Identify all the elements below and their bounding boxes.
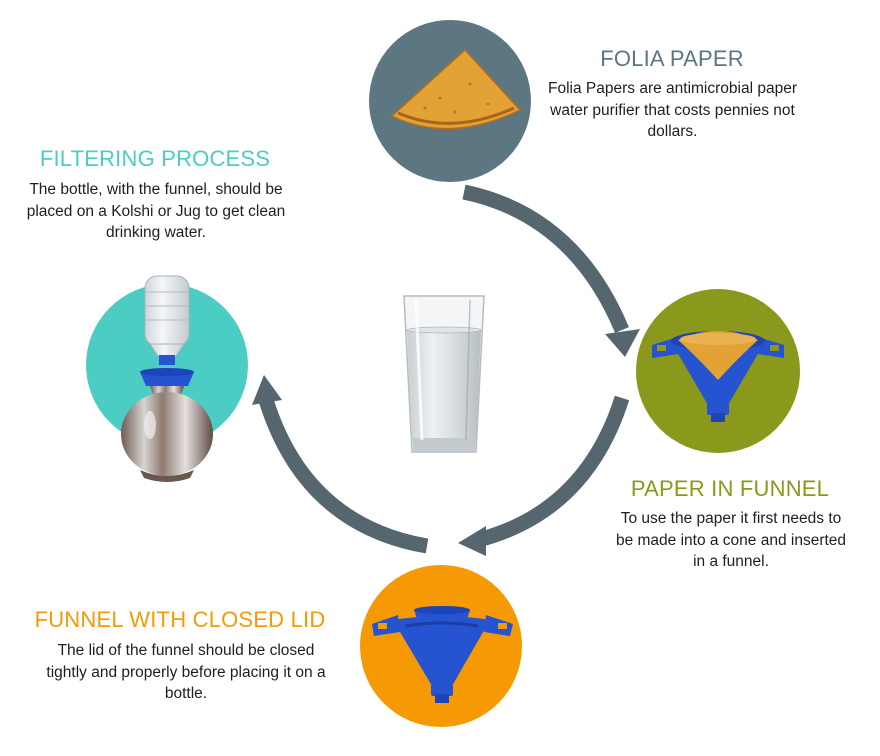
funnel-with-paper-icon [652, 331, 784, 422]
arrow-folia-to-funnel [462, 184, 629, 333]
arrow-head-3 [252, 375, 282, 405]
folia-paper-title: FOLIA PAPER [600, 46, 744, 71]
filtering-process-title: FILTERING PROCESS [39, 146, 271, 171]
paper-in-funnel-step [636, 289, 800, 453]
closed-funnel-icon [372, 606, 513, 703]
funnel-closed-lid-description: The lid of the funnel should be closed t… [46, 642, 326, 702]
bottle-on-kolshi-icon [121, 275, 213, 482]
paper-in-funnel-description: To use the paper it first needs to be ma… [615, 510, 847, 570]
filtering-process-step [86, 275, 248, 482]
folia-paper-description: Folia Papers are antimicrobial paper wat… [548, 80, 797, 140]
arrow-lid-to-filtering [258, 397, 429, 554]
arrow-funnel-to-lid [476, 395, 630, 548]
filtering-process-description: The bottle, with the funnel, should be p… [26, 181, 286, 241]
cycle-arrows [252, 184, 640, 556]
arrow-head-2 [458, 526, 486, 556]
water-glass-icon [403, 295, 485, 453]
paper-cone-icon [390, 48, 522, 130]
paper-in-funnel-title: PAPER IN FUNNEL [630, 476, 830, 501]
funnel-closed-lid-step [360, 565, 522, 727]
folia-paper-step [369, 20, 531, 182]
funnel-closed-lid-title: FUNNEL WITH CLOSED LID [34, 607, 326, 632]
arrow-head-1 [605, 329, 640, 357]
